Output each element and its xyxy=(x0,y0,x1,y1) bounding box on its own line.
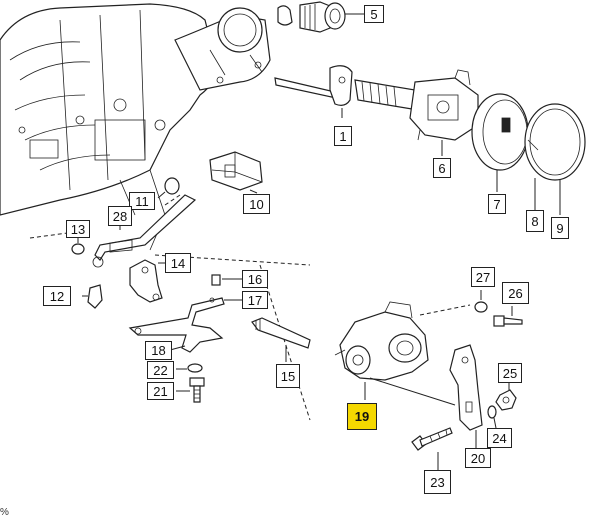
callout-10[interactable]: 10 xyxy=(243,194,270,214)
part-5-drawing xyxy=(277,1,364,33)
callout-1-label: 1 xyxy=(339,128,347,144)
callout-9[interactable]: 9 xyxy=(551,217,569,239)
callout-22-label: 22 xyxy=(153,362,168,378)
callout-11-label: 11 xyxy=(135,193,149,209)
part-23-drawing xyxy=(411,427,453,470)
callout-28[interactable]: 28 xyxy=(108,206,132,226)
part-17-18-drawing xyxy=(128,297,242,353)
callout-25-label: 25 xyxy=(502,365,518,381)
callout-25[interactable]: 25 xyxy=(498,363,522,383)
part-12-drawing xyxy=(82,284,103,309)
callout-28-label: 28 xyxy=(112,208,128,224)
callout-27[interactable]: 27 xyxy=(471,267,495,287)
corner-mark: % xyxy=(0,507,9,518)
callout-17[interactable]: 17 xyxy=(242,291,268,309)
callout-9-label: 9 xyxy=(556,220,564,236)
part-15-drawing xyxy=(251,317,311,362)
callout-8[interactable]: 8 xyxy=(526,210,544,232)
part-6-drawing xyxy=(354,69,479,156)
callout-20[interactable]: 20 xyxy=(465,448,491,468)
callout-13-label: 13 xyxy=(70,221,86,237)
part-25-24-drawing xyxy=(487,383,517,429)
part-16-drawing xyxy=(211,274,242,286)
callout-12[interactable]: 12 xyxy=(43,286,71,306)
reference-lines xyxy=(29,194,311,421)
part-20-drawing xyxy=(449,344,483,448)
callout-16-label: 16 xyxy=(247,271,263,287)
callout-14-label: 14 xyxy=(170,255,186,271)
callout-6[interactable]: 6 xyxy=(433,158,451,178)
part-27-drawing xyxy=(419,290,488,316)
callout-16[interactable]: 16 xyxy=(242,270,268,288)
callout-10-label: 10 xyxy=(249,196,264,212)
part-19-drawing xyxy=(334,301,456,406)
callout-21[interactable]: 21 xyxy=(147,382,174,400)
part-22-drawing xyxy=(176,363,203,373)
callout-19-highlighted[interactable]: 19 xyxy=(347,403,377,430)
part-7-drawing xyxy=(471,93,529,192)
part-13-drawing xyxy=(71,238,85,255)
callout-8-label: 8 xyxy=(531,213,539,229)
part-1-drawing xyxy=(274,65,353,118)
callout-1[interactable]: 1 xyxy=(334,126,352,146)
callout-7[interactable]: 7 xyxy=(488,194,506,214)
part-14-drawing xyxy=(129,259,165,303)
callout-12-label: 12 xyxy=(49,288,65,304)
callout-23-label: 23 xyxy=(430,474,445,490)
callout-5-label: 5 xyxy=(370,6,378,22)
callout-20-label: 20 xyxy=(470,450,486,466)
callout-15[interactable]: 15 xyxy=(276,364,300,388)
callout-6-label: 6 xyxy=(438,160,446,176)
callout-13[interactable]: 13 xyxy=(66,220,90,238)
part-8-9-drawing xyxy=(524,103,586,215)
callout-18-label: 18 xyxy=(151,343,166,358)
callout-7-label: 7 xyxy=(493,196,501,212)
callout-18[interactable]: 18 xyxy=(145,341,172,360)
transmission-housing-drawing xyxy=(0,3,271,251)
callout-14[interactable]: 14 xyxy=(165,253,191,273)
part-21-drawing xyxy=(176,377,205,403)
callout-24-label: 24 xyxy=(492,430,507,446)
callout-26-label: 26 xyxy=(508,285,523,301)
part-26-drawing xyxy=(493,306,523,327)
callout-27-label: 27 xyxy=(475,269,491,285)
part-10-drawing xyxy=(209,151,263,194)
callout-11[interactable]: 11 xyxy=(129,192,155,210)
callout-21-label: 21 xyxy=(153,383,168,399)
callout-15-label: 15 xyxy=(280,368,296,384)
callout-19-label: 19 xyxy=(354,409,370,424)
callout-24[interactable]: 24 xyxy=(487,428,512,448)
callout-22[interactable]: 22 xyxy=(147,361,174,379)
callout-17-label: 17 xyxy=(247,292,263,308)
part-11-28-drawing xyxy=(92,177,197,268)
callout-23[interactable]: 23 xyxy=(424,470,451,494)
callout-5[interactable]: 5 xyxy=(364,5,384,23)
callout-26[interactable]: 26 xyxy=(502,282,529,304)
